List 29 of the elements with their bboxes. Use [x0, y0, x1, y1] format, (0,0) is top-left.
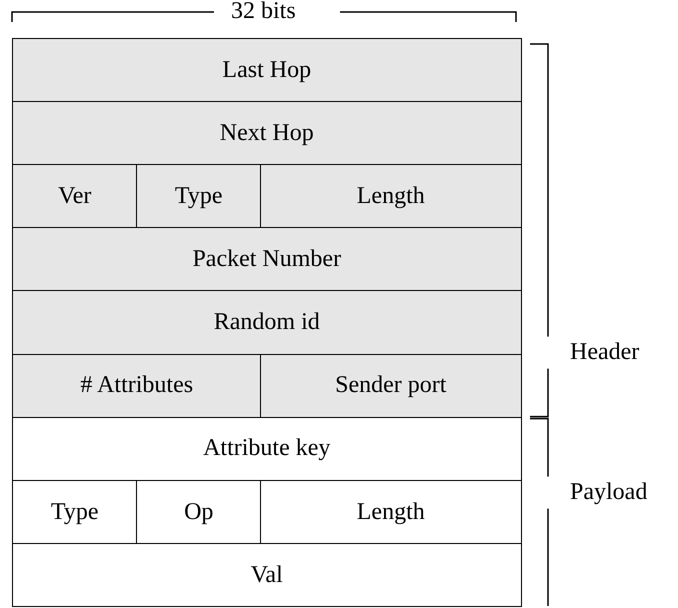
- section-label: Header: [570, 338, 640, 366]
- field-cell: [260, 354, 522, 418]
- field-cell: [12, 164, 138, 229]
- field-cell: [12, 227, 522, 292]
- field-cell: [12, 416, 522, 482]
- field-cell: [12, 542, 522, 608]
- field-cell: [260, 480, 522, 544]
- field-name: Length: [356, 498, 425, 526]
- section-label: Payload: [570, 478, 648, 506]
- field-name: Random id: [214, 309, 320, 336]
- dimension-label: 32 bits: [231, 0, 296, 25]
- field-cell: [12, 354, 262, 418]
- field-name: Attribute key: [203, 435, 330, 462]
- field-name: Last Hop: [222, 56, 312, 84]
- field-name: Packet Number: [192, 246, 342, 274]
- field-cell: [12, 38, 522, 103]
- field-name: # Attributes: [80, 372, 194, 400]
- field-name: Op: [184, 498, 214, 526]
- field-name: Val: [250, 562, 283, 589]
- field-cell: [12, 101, 522, 166]
- field-cell: [136, 164, 262, 229]
- field-name: Type: [50, 498, 99, 526]
- field-cell: [12, 290, 522, 356]
- field-name: Sender port: [335, 372, 446, 400]
- field-cell: [260, 164, 522, 229]
- field-name: Length: [356, 183, 425, 210]
- field-name: Type: [174, 183, 223, 210]
- field-name: Next Hop: [220, 120, 314, 147]
- field-name: Ver: [58, 183, 92, 210]
